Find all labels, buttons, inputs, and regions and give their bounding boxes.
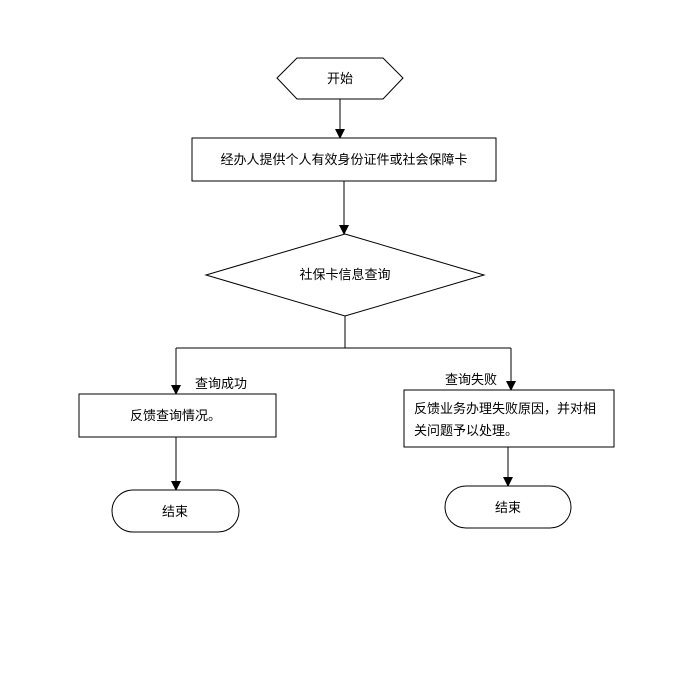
start-hexagon-shape	[276, 57, 404, 100]
start-node-label: 开始	[327, 72, 353, 87]
end-left-terminator	[111, 489, 240, 533]
success-feedback-box	[78, 393, 277, 438]
edge-label-failure: 查询失败	[445, 373, 497, 388]
query-decision-node: 社保卡信息查询	[204, 233, 486, 317]
provide-id-label: 经办人提供个人有效身份证件或社会保障卡	[220, 152, 467, 168]
failure-feedback-node: 反馈业务办理失败原因，并对相 关问题予以处理。	[403, 389, 615, 448]
failure-feedback-line1: 反馈业务办理失败原因，并对相	[414, 401, 596, 417]
provide-id-node: 经办人提供个人有效身份证件或社会保障卡	[191, 137, 497, 182]
success-feedback-node: 反馈查询情况。	[78, 393, 277, 438]
start-node: 开始	[276, 57, 404, 100]
end-left-label: 结束	[162, 505, 188, 520]
end-right-terminator	[444, 485, 572, 529]
provide-id-box	[191, 137, 497, 182]
end-node-right: 结束	[444, 485, 572, 529]
end-node-left: 结束	[111, 489, 240, 533]
success-feedback-label: 反馈查询情况。	[130, 409, 221, 424]
failure-feedback-box	[403, 389, 615, 448]
query-decision-label: 社保卡信息查询	[299, 267, 390, 283]
edge-label-success: 查询成功	[195, 377, 247, 392]
failure-feedback-line2: 关问题予以处理。	[414, 424, 518, 439]
end-right-label: 结束	[495, 501, 521, 516]
